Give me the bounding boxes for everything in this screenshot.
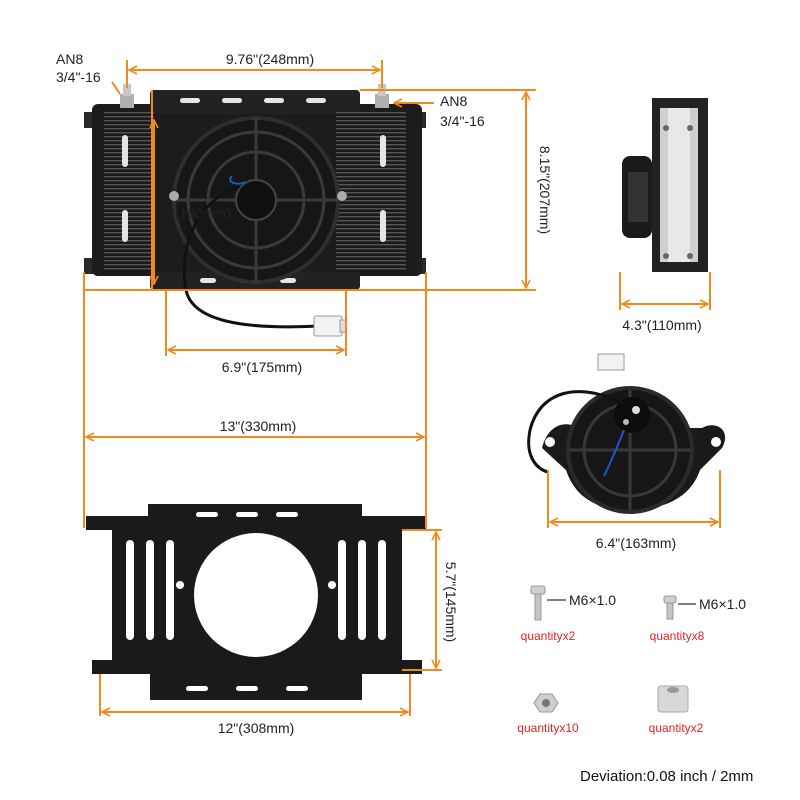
hardware-kit: M6×1.0 quantityx2 M6×1.0 quantityx8 quan… <box>517 585 746 735</box>
deviation-note: Deviation:0.08 inch / 2mm <box>580 768 753 785</box>
long-bolt-icon <box>530 585 546 621</box>
hardware-1-quantity: quantityx2 <box>521 629 576 643</box>
fan-diameter-label: 7"(180mm) <box>162 205 231 221</box>
mounting-bracket <box>86 504 426 700</box>
left-fitting-thread: 3/4"-16 <box>56 69 101 85</box>
bracket-height-label: 5.7"(145mm) <box>443 562 459 642</box>
dimension-labels: 9.76"(248mm) 8.15"(207mm) 7"(180mm) 6.9"… <box>162 51 702 736</box>
right-fitting-thread: 3/4"-16 <box>440 113 485 129</box>
hardware-1-name: M6×1.0 <box>569 592 616 608</box>
top-width-label: 9.76"(248mm) <box>226 51 314 67</box>
depth-label: 4.3"(110mm) <box>622 317 701 333</box>
dimension-lines <box>83 60 721 716</box>
hardware-4-quantity: quantityx2 <box>649 721 704 735</box>
hardware-2-quantity: quantityx8 <box>650 629 705 643</box>
bracket-width-label: 12"(308mm) <box>218 720 295 736</box>
right-fitting-size: AN8 <box>440 93 467 109</box>
left-fitting-size: AN8 <box>56 51 83 67</box>
hardware-2-name: M6×1.0 <box>699 596 746 612</box>
fan-mount-width-label: 6.4"(163mm) <box>596 535 676 551</box>
cooler-side-view <box>622 98 708 272</box>
fan-width-label: 6.9"(175mm) <box>222 359 302 375</box>
fitting-labels: AN8 3/4"-16 AN8 3/4"-16 <box>56 51 485 129</box>
height-label: 8.15"(207mm) <box>537 146 553 234</box>
spacer-sleeve-icon <box>657 685 689 713</box>
hex-nut-icon <box>533 693 559 713</box>
short-bolt-icon <box>663 595 677 620</box>
hardware-3-quantity: quantityx10 <box>517 721 579 735</box>
fan-view <box>527 353 726 514</box>
cooler-front-view <box>84 84 426 337</box>
overall-width-label: 13"(330mm) <box>220 418 297 434</box>
